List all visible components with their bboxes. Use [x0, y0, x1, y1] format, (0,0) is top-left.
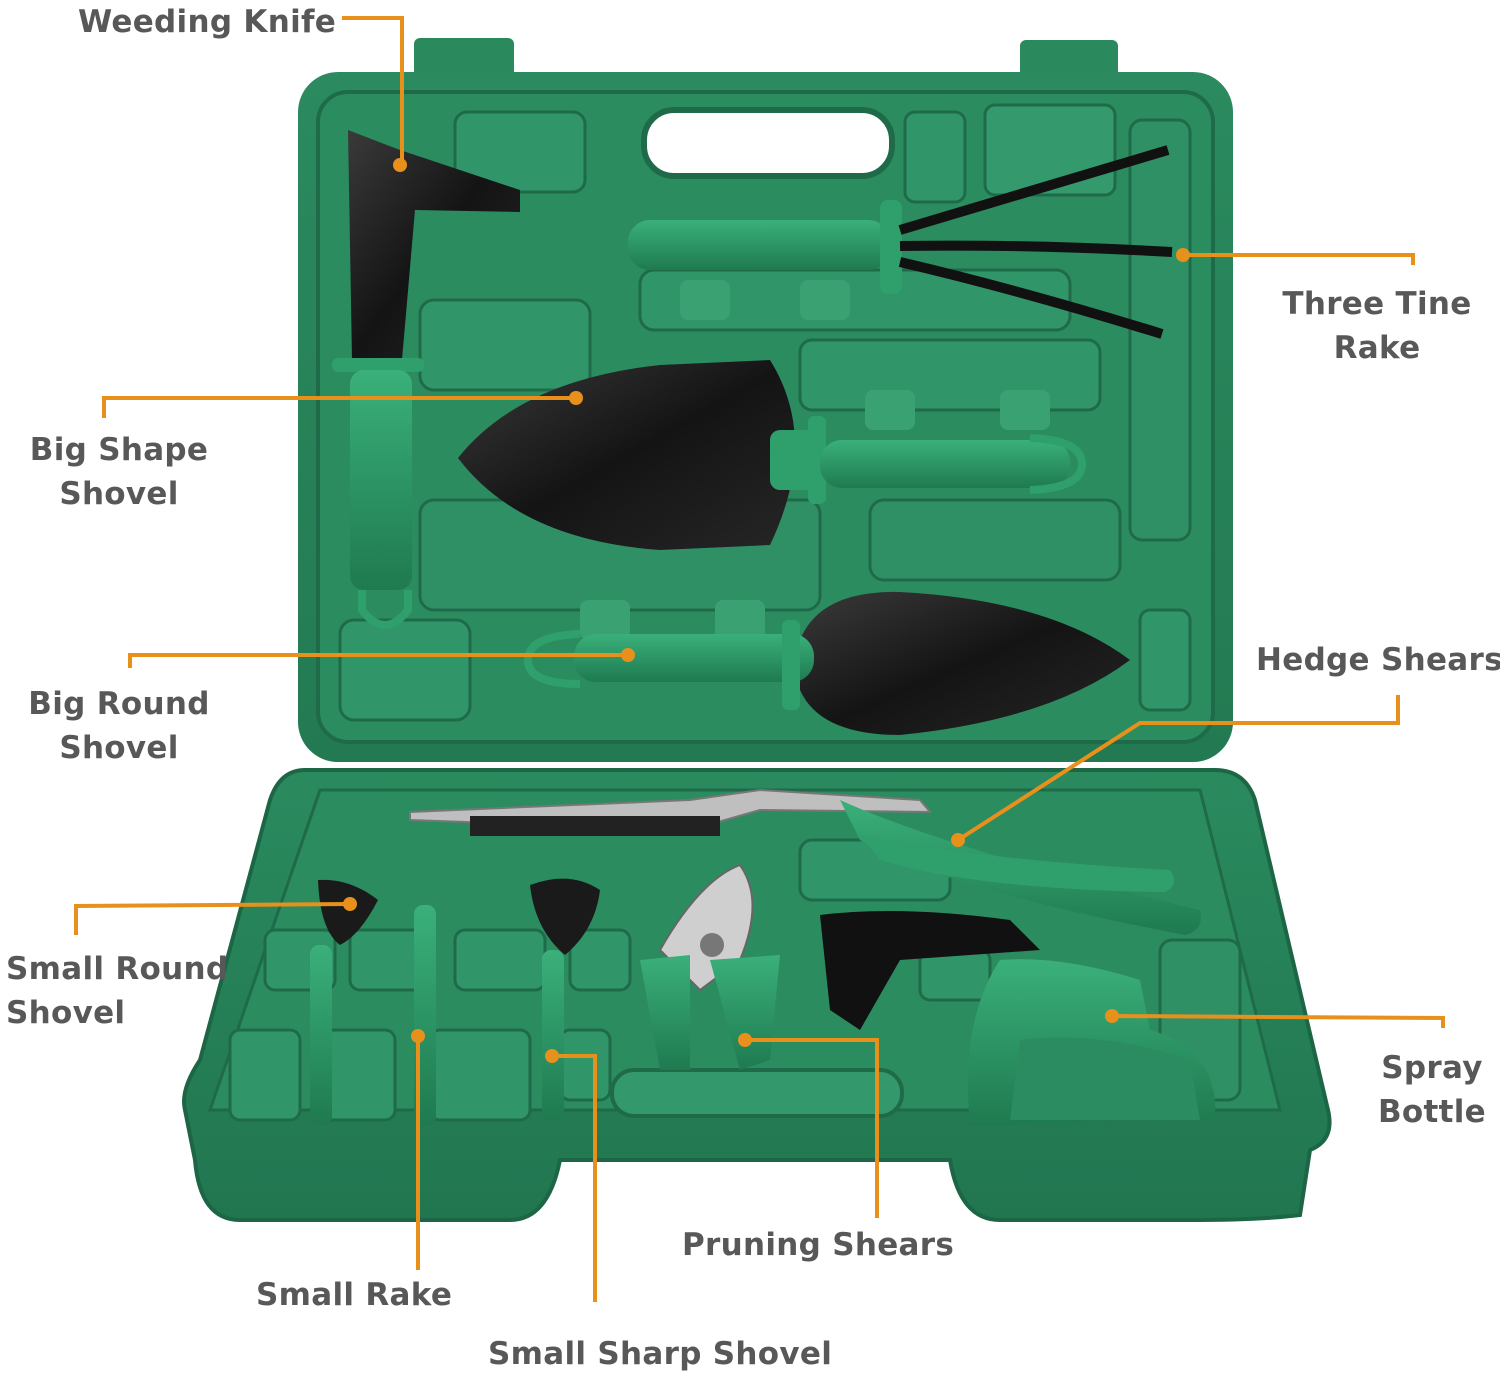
label-spray-bottle-line2: Bottle	[1377, 1094, 1486, 1130]
label-big-shape-shovel: Big Shape Shovel	[24, 428, 214, 516]
label-big-shape-shovel-line2: Shovel	[59, 476, 179, 512]
big-round-shovel	[523, 591, 1130, 735]
label-big-shape-shovel-line1: Big Shape	[29, 432, 209, 468]
label-spray-bottle-line1: Spray	[1381, 1050, 1483, 1086]
callout-pruning-shears	[745, 1038, 879, 1218]
small-sharp-shovel	[530, 878, 600, 1120]
label-big-round-shovel-line2: Shovel	[59, 730, 179, 766]
callout-hedge-shears	[956, 695, 1400, 842]
label-small-rake: Small Rake	[256, 1273, 452, 1317]
label-small-round-shovel: Small Round Shovel	[6, 947, 228, 1035]
label-three-tine-rake-line1: Three Tine	[1282, 286, 1472, 322]
label-hedge-shears-text: Hedge Shears	[1256, 642, 1500, 678]
callout-small-round-shovel	[74, 902, 351, 935]
callout-big-round-shovel	[128, 653, 628, 668]
spray-bottle	[820, 911, 1216, 1125]
callout-spray-bottle	[1111, 1014, 1445, 1028]
label-small-round-shovel-line2: Shovel	[6, 995, 126, 1031]
label-spray-bottle: Spray Bottle	[1372, 1046, 1492, 1134]
label-weeding-knife-text: Weeding Knife	[78, 4, 337, 40]
weeding-knife	[332, 130, 520, 629]
label-big-round-shovel-line1: Big Round	[28, 686, 210, 722]
callout-big-shape-shovel	[102, 396, 575, 418]
label-big-round-shovel: Big Round Shovel	[24, 682, 214, 770]
big-shape-shovel	[458, 360, 1087, 550]
callout-small-sharp-shovel	[552, 1054, 597, 1302]
label-three-tine-rake-line2: Rake	[1333, 330, 1421, 366]
label-pruning-shears: Pruning Shears	[682, 1223, 954, 1267]
label-small-sharp-shovel: Small Sharp Shovel	[488, 1332, 832, 1376]
label-three-tine-rake: Three Tine Rake	[1282, 282, 1472, 370]
label-small-rake-text: Small Rake	[256, 1277, 453, 1313]
label-small-sharp-shovel-text: Small Sharp Shovel	[488, 1336, 833, 1372]
callout-dots	[343, 158, 1190, 1063]
callout-three-tine-rake	[1183, 253, 1415, 265]
label-pruning-shears-text: Pruning Shears	[682, 1227, 955, 1263]
label-weeding-knife: Weeding Knife	[78, 0, 336, 44]
label-small-round-shovel-line1: Small Round	[6, 951, 229, 987]
callout-weeding-knife	[342, 16, 404, 165]
small-round-shovel	[310, 879, 378, 1125]
hedge-shears	[409, 788, 1201, 935]
label-hedge-shears: Hedge Shears	[1256, 638, 1500, 682]
callout-lines	[74, 16, 1445, 1302]
three-tine-rake	[628, 145, 1173, 339]
